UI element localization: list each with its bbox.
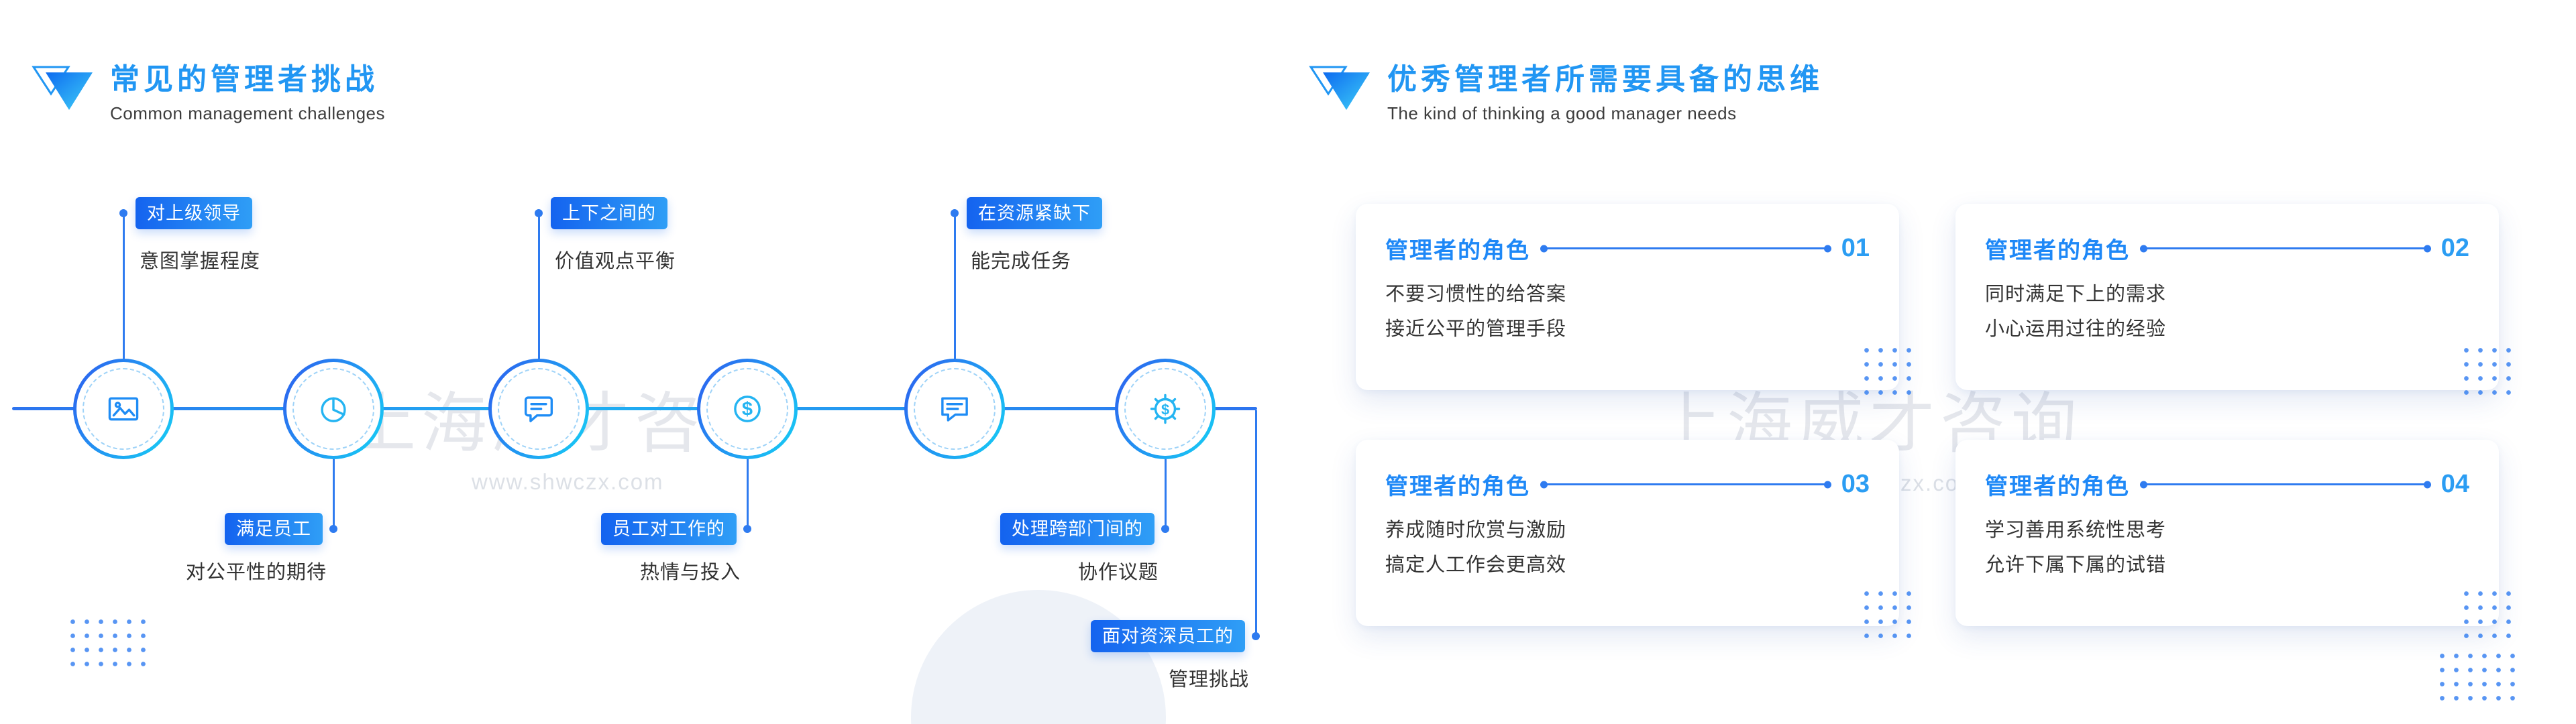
dots-pattern (2459, 343, 2517, 396)
card-text: 允许下属下属的试错 (1985, 554, 2167, 576)
thinking-card: 管理者的角色 03 养成随时欣赏与激励 搞定人工作会更高效 (1356, 440, 1899, 626)
card-number: 04 (2440, 470, 2469, 498)
thinking-card: 管理者的角色 02 同时满足下上的需求 小心运用过往的经验 (1955, 204, 2499, 390)
right-section-header: 优秀管理者所需要具备的思维 The kind of thinking a goo… (1307, 62, 1823, 128)
timeline-node: $ (697, 359, 798, 459)
dots-pattern (1860, 343, 1917, 396)
challenge-desc: 能完成任务 (971, 251, 1072, 272)
card-connector-line (1542, 247, 1829, 249)
connector-dot (951, 209, 959, 217)
card-title: 管理者的角色 (1985, 238, 2130, 263)
challenge-desc: 热情与投入 (639, 562, 741, 583)
thinking-card: 管理者的角色 01 不要习惯性的给答案 接近公平的管理手段 (1356, 204, 1899, 390)
right-section-subtitle: The kind of thinking a good manager need… (1387, 103, 1737, 123)
connector-dot (329, 525, 337, 533)
dots-pattern (1860, 587, 1917, 639)
connector-dot (119, 209, 127, 217)
connector-line (333, 459, 335, 529)
right-section-title: 优秀管理者所需要具备的思维 (1387, 63, 1823, 96)
dots-pattern (66, 615, 152, 674)
card-title: 管理者的角色 (1985, 474, 2130, 499)
card-title: 管理者的角色 (1385, 474, 1530, 499)
challenge-desc: 对公平性的期待 (185, 562, 327, 583)
connector-dot (743, 525, 751, 533)
card-connector-line (1542, 483, 1829, 485)
challenge-tag: 对上级领导 (136, 197, 252, 229)
timeline-line (12, 407, 1257, 410)
card-text: 搞定人工作会更高效 (1385, 554, 1567, 576)
connector-line (954, 213, 956, 359)
challenge-desc: 管理挑战 (1168, 669, 1249, 690)
connector-dot (1252, 632, 1260, 640)
challenge-tag: 上下之间的 (551, 197, 667, 229)
card-connector-line (2142, 483, 2429, 485)
connector-line (747, 459, 749, 529)
card-number: 03 (1841, 470, 1870, 498)
card-number: 01 (1841, 234, 1870, 262)
card-text: 同时满足下上的需求 (1985, 284, 2167, 305)
timeline-node (904, 359, 1005, 459)
challenge-tag: 在资源紧缺下 (967, 197, 1102, 229)
card-text: 小心运用过往的经验 (1985, 318, 2167, 340)
connector-line (538, 213, 540, 359)
left-section-subtitle: Common management challenges (110, 103, 385, 123)
challenge-tag: 员工对工作的 (601, 513, 737, 545)
connector-line (123, 213, 125, 359)
challenge-desc: 协作议题 (1077, 562, 1159, 583)
connector-line (1255, 410, 1257, 636)
card-text: 学习善用系统性思考 (1985, 520, 2167, 541)
challenge-desc: 意图掌握程度 (140, 251, 261, 272)
card-text: 不要习惯性的给答案 (1385, 284, 1567, 305)
challenge-tag: 处理跨部门间的 (1000, 513, 1155, 545)
background-circle (911, 590, 1166, 724)
left-section-header: 常见的管理者挑战 Common management challenges (30, 62, 385, 128)
challenge-tag: 面对资深员工的 (1091, 620, 1245, 652)
card-text: 养成随时欣赏与激励 (1385, 520, 1567, 541)
connector-line (1165, 459, 1167, 529)
timeline-node (283, 359, 384, 459)
dots-pattern (2459, 587, 2517, 639)
triangle-logo-icon (1307, 62, 1374, 128)
challenge-tag: 满足员工 (225, 513, 323, 545)
card-number: 02 (2440, 234, 2469, 262)
left-section-title: 常见的管理者挑战 (110, 63, 378, 96)
watermark-url: www.shwczx.com (472, 469, 664, 494)
connector-dot (1161, 525, 1169, 533)
timeline-node (73, 359, 174, 459)
card-title: 管理者的角色 (1385, 238, 1530, 263)
thinking-card: 管理者的角色 04 学习善用系统性思考 允许下属下属的试错 (1955, 440, 2499, 626)
triangle-logo-icon (30, 62, 97, 128)
challenge-desc: 价值观点平衡 (555, 251, 676, 272)
card-connector-line (2142, 247, 2429, 249)
timeline-node (488, 359, 589, 459)
dots-pattern (2435, 649, 2521, 708)
connector-dot (535, 209, 543, 217)
timeline-node: $ (1115, 359, 1216, 459)
card-text: 接近公平的管理手段 (1385, 318, 1567, 340)
